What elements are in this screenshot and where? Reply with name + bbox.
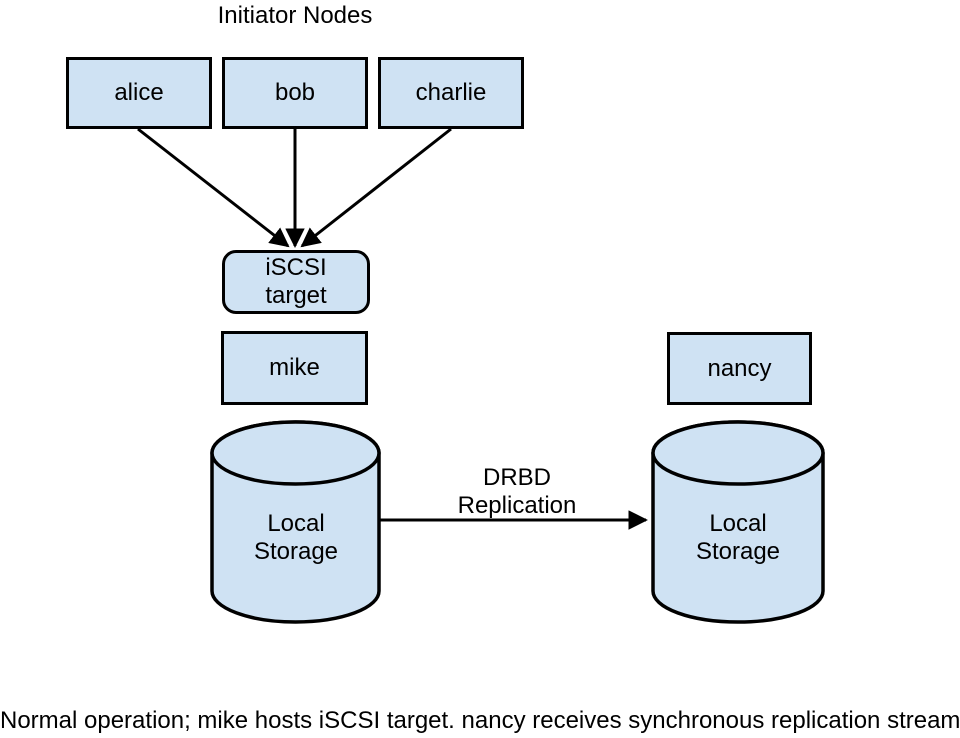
node-alice: alice [66, 57, 212, 129]
node-iscsi-target: iSCSI target [222, 250, 370, 314]
node-alice-label: alice [114, 79, 164, 106]
arrow-charlie-to-iscsi-target [300, 127, 452, 248]
local-storage-right-label: Local Storage [695, 510, 781, 565]
diagram-title: Initiator Nodes [217, 2, 373, 29]
node-nancy: nancy [667, 332, 812, 405]
node-charlie: charlie [378, 57, 524, 129]
drbd-replication-label: DRBD Replication [457, 464, 577, 519]
node-bob-label: bob [274, 79, 316, 106]
arrow-alice-to-iscsi-target [137, 127, 290, 248]
local-storage-left-label: Local Storage [253, 510, 339, 565]
cylinder-top [210, 420, 381, 486]
cylinder-top [651, 420, 825, 486]
node-iscsi-target-label: iSCSI target [265, 254, 327, 309]
node-charlie-label: charlie [415, 79, 487, 106]
node-mike: mike [221, 331, 368, 405]
node-mike-label: mike [269, 354, 320, 381]
diagram-caption: Normal operation; mike hosts iSCSI targe… [0, 707, 960, 734]
node-nancy-label: nancy [707, 354, 772, 382]
node-bob: bob [222, 57, 368, 129]
